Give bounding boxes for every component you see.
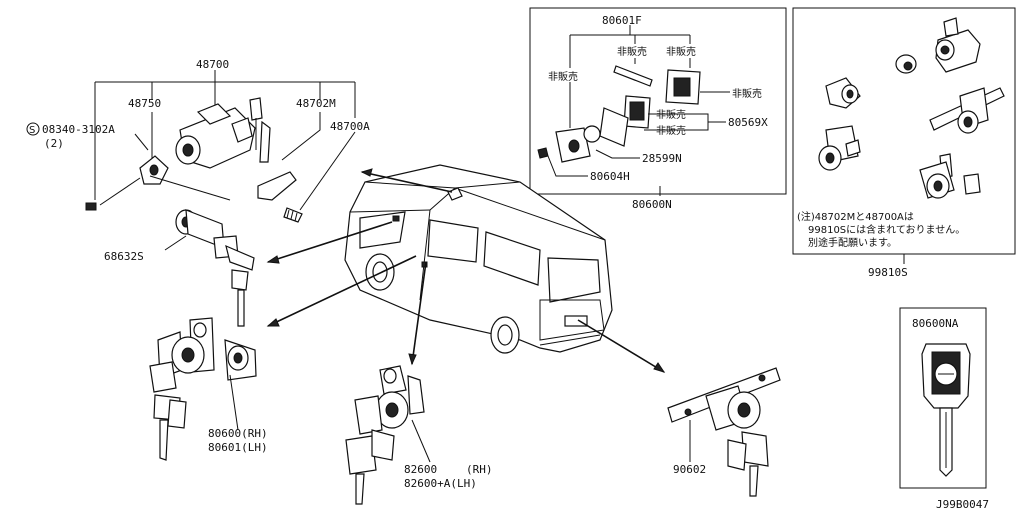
label-48700a: 48700A (330, 120, 370, 133)
label-48702m: 48702M (296, 97, 336, 110)
label-not-sold-upper: 非販売 (656, 108, 686, 121)
label-80569x: 80569X (728, 116, 768, 129)
door-lock-80600 (149, 317, 257, 461)
label-80601-lh: 80601(LH) (208, 441, 268, 454)
label-80604h: 80604H (590, 170, 630, 183)
label-48750: 48750 (128, 97, 161, 110)
pointer-arrows (266, 168, 666, 373)
note-line-3: 別途手配願います。 (808, 236, 897, 249)
lock-set-99810s (818, 17, 1005, 264)
key-set-inset-box (529, 7, 787, 195)
key-set-80600n (537, 25, 730, 196)
label-not-sold-left: 非販売 (548, 70, 578, 83)
label-82600: 82600 (404, 463, 437, 476)
note-line-2: 99810Sには含まれておりません。 (808, 223, 965, 236)
label-80601f: 80601F (602, 14, 642, 27)
label-82600-rh: (RH) (466, 463, 493, 476)
note-line-1: (注)48702Mと48700Aは (797, 210, 914, 223)
label-82600a-lh: 82600+A(LH) (404, 477, 477, 490)
key-blank-80600na (921, 343, 971, 477)
label-90602: 90602 (673, 463, 706, 476)
label-not-sold-lower: 非販売 (656, 124, 686, 137)
diagram-id: J99B0047 (936, 498, 989, 511)
door-lock-82600 (345, 365, 431, 505)
key-blank-inset-box (899, 307, 987, 489)
label-not-sold-flat-key: 非販売 (617, 45, 647, 58)
label-not-sold-right: 非販売 (732, 87, 762, 100)
label-not-sold-key-head: 非販売 (666, 45, 696, 58)
back-door-lock-90602 (667, 367, 781, 497)
label-80600-rh: 80600(RH) (208, 427, 268, 440)
s-mark-circle (26, 122, 40, 136)
label-68632s: 68632S (104, 250, 144, 263)
s-mark: S (29, 125, 35, 136)
label-28599n: 28599N (642, 152, 682, 165)
label-99810s: 99810S (868, 266, 908, 279)
label-48700: 48700 (196, 58, 229, 71)
ignition-lock-group (85, 70, 356, 223)
cylinder-68632s (164, 209, 255, 327)
van-illustration (344, 164, 613, 354)
label-08340-qty: (2) (44, 137, 64, 150)
label-80600na: 80600NA (912, 317, 959, 330)
label-80600n: 80600N (632, 198, 672, 211)
label-08340-3102a: 08340-3102A (42, 123, 115, 136)
